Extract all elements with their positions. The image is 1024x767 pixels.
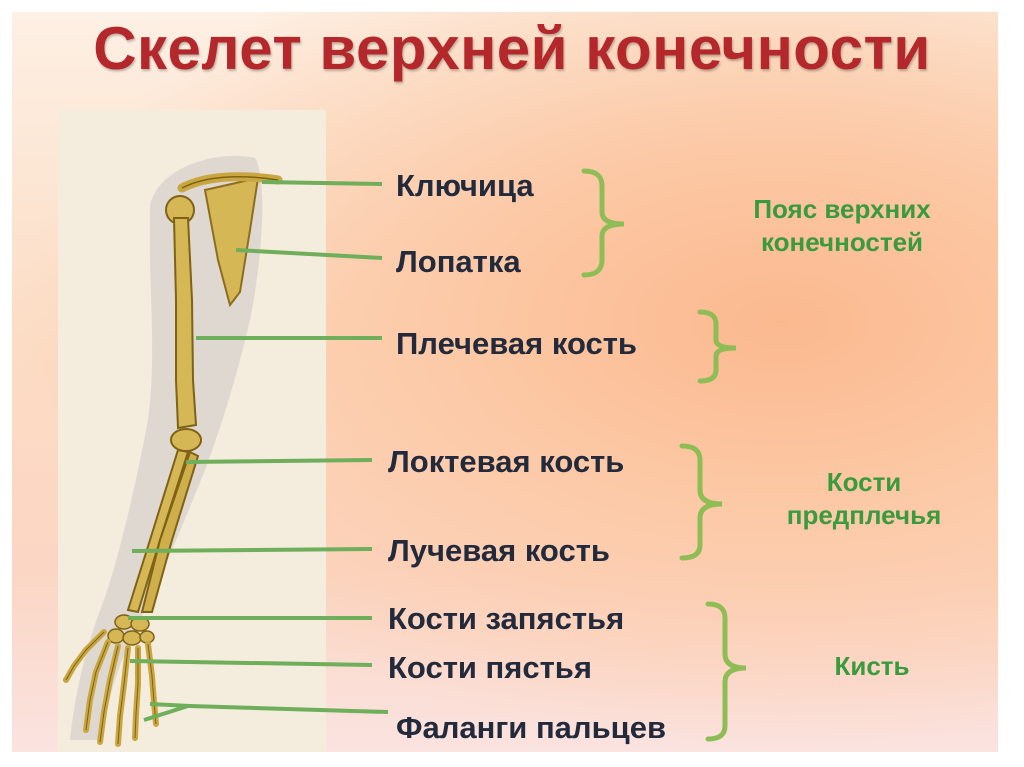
leader-scapula: [235, 248, 383, 260]
label-humerus: Плечевая кость: [396, 326, 637, 361]
leader-radius: [131, 547, 373, 553]
leader-metacarpals: [129, 659, 373, 667]
group-girdle: Пояс верхних конечностей: [732, 193, 952, 258]
label-radius: Лучевая кость: [388, 533, 610, 568]
leader-phalanges: [149, 702, 389, 714]
leader-clavicle: [261, 180, 383, 186]
group-forearm: Кости предплечья: [754, 466, 974, 531]
leader-lines: [128, 180, 389, 722]
radius-bone: [140, 450, 200, 613]
group-forearm-line2: предплечья: [786, 499, 942, 530]
arm-silhouette: [70, 155, 263, 740]
brackets: [581, 168, 747, 742]
label-ulna: Локтевая кость: [388, 444, 625, 479]
clavicle-outline: [181, 176, 279, 189]
bracket-hand: [705, 601, 747, 742]
label-metacarpals: Кости пястья: [388, 650, 592, 685]
group-girdle-line1: Пояс верхних: [753, 194, 931, 224]
group-hand: Кисть: [762, 650, 982, 683]
label-scapula: Лопатка: [396, 244, 521, 279]
group-girdle-line2: конечностей: [760, 226, 924, 257]
humerus-bone: [172, 217, 198, 430]
elbow-joint: [170, 428, 202, 452]
bracket-humerus: [697, 309, 737, 384]
group-forearm-line1: Кости: [826, 467, 902, 497]
leader-ulna: [185, 458, 373, 464]
carpal-bones: [107, 614, 155, 646]
bracket-forearm: [679, 443, 723, 561]
ulna-bone: [126, 448, 190, 614]
label-carpals: Кости запястья: [388, 601, 625, 636]
group-hand-line1: Кисть: [834, 651, 910, 681]
label-clavicle: Ключица: [396, 168, 534, 203]
bracket-girdle: [581, 168, 625, 278]
leader-phalanges-branch: [143, 704, 189, 722]
label-phalanges: Фаланги пальцев: [396, 710, 667, 745]
page-title: Скелет верхней конечности: [93, 15, 931, 82]
